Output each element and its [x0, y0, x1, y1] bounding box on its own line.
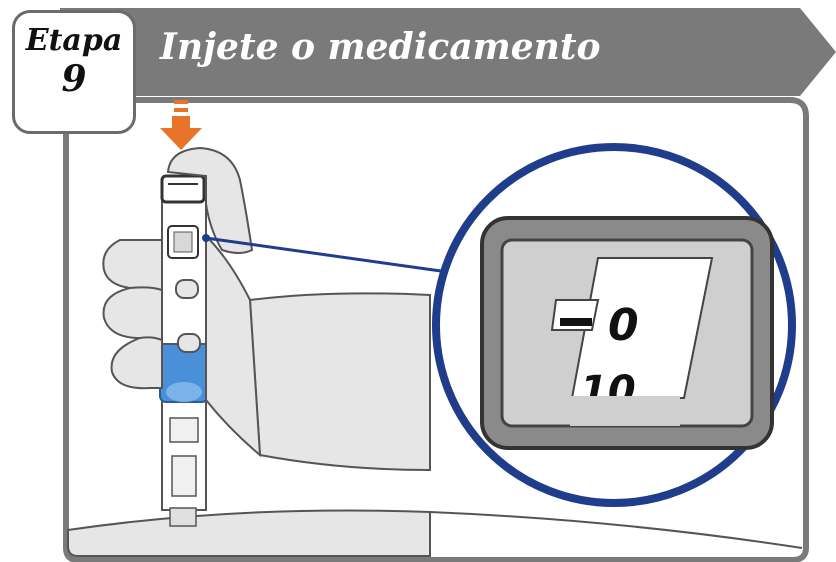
- fingertip-1: [175, 279, 199, 299]
- step-number: 9: [61, 58, 87, 100]
- pen-dose-window-inner: [173, 231, 193, 253]
- magnifier-connector-line: [205, 236, 449, 274]
- dose-indicator-line: [560, 318, 592, 326]
- pen-needle-hub: [169, 507, 197, 527]
- page-title: Injete o medicamento: [160, 26, 601, 68]
- header-banner: [60, 8, 836, 96]
- pen-blue-highlight: [166, 382, 202, 402]
- finger-line-1: [129, 286, 163, 291]
- step-label: Etapa: [25, 23, 123, 58]
- pen-cartridge-window: [169, 417, 199, 443]
- dose-drum: [570, 257, 714, 399]
- pen-injection-button: [160, 174, 206, 204]
- dose-value-zero: 0: [608, 300, 639, 351]
- skin-surface: [67, 509, 431, 557]
- pen-plunger: [171, 455, 197, 497]
- fingertip-2: [177, 333, 201, 353]
- hand-fingers: [102, 239, 163, 390]
- finger-line-2: [139, 336, 163, 341]
- dose-value-mask: [570, 396, 680, 426]
- pen-upper-body: [161, 197, 207, 345]
- forearm: [248, 292, 431, 472]
- arrow-down-icon: [160, 100, 202, 150]
- skin-surface-right: [429, 511, 803, 549]
- header-banner-shape: [60, 8, 836, 96]
- step-badge: Etapa 9: [12, 10, 136, 134]
- hand-palm: [205, 233, 262, 458]
